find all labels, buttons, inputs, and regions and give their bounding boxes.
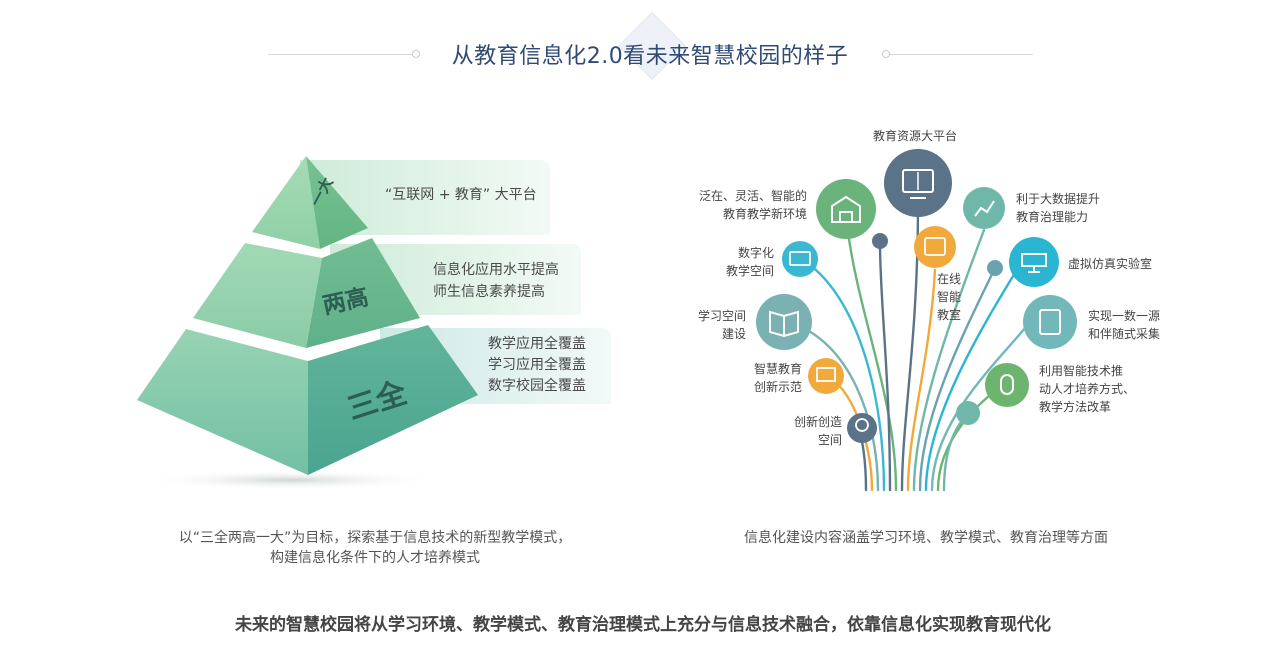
mouse-icon <box>1000 374 1014 395</box>
pyramid-shadow <box>140 470 440 490</box>
pyramid-bottom-right-face <box>308 325 478 475</box>
pyramid-text-top-1: “互联网 + 教育” 大平台 <box>385 187 537 203</box>
tree-node-innovation-demo <box>808 358 844 394</box>
tree-node-big-data-governance <box>963 187 1005 229</box>
pyramid-text-middle-2: 师生信息素养提高 <box>433 284 545 300</box>
title-dot-left <box>412 50 420 58</box>
lightbulb-icon <box>855 418 869 432</box>
pyramid-top-right-face <box>306 156 368 249</box>
tree-label-digital-teaching-space: 数字化 教学空间 <box>725 246 774 278</box>
presentation-icon <box>816 367 836 382</box>
school-building-icon <box>831 195 861 223</box>
tree-label-data-collection: 实现一数一源 和伴随式采集 <box>1088 309 1161 341</box>
pyramid-text-bottom-3: 数字校园全覆盖 <box>488 378 586 394</box>
title-line-right <box>888 54 1033 55</box>
tree-label-learning-space: 学习空间 建设 <box>697 309 746 341</box>
tree-node-creative-space <box>847 413 877 443</box>
tree-node-learning-space <box>756 294 812 350</box>
title-line-left <box>268 54 413 55</box>
tree-node-data-collection <box>1023 295 1077 349</box>
tree-label-learning-environment: 泛在、灵活、智能的 教育教学新环境 <box>698 189 807 221</box>
lab-computer-icon <box>1021 253 1047 273</box>
pyramid-middle-right-face <box>306 238 420 348</box>
data-collection-icon <box>1039 309 1061 335</box>
open-book-icon <box>769 310 799 338</box>
page-title: 从教育信息化2.0看未来智慧校园的样子 <box>451 44 849 69</box>
tree-dot-bottom-right <box>956 401 980 425</box>
title-dot-right <box>882 50 890 58</box>
tree-label-intelligent-tech: 利用智能技术推 动人才培养方式、 教学方法改革 <box>1039 364 1136 414</box>
monitor-icon <box>789 251 811 266</box>
pyramid-caption: 以“三全两高一大”为目标，探索基于信息技术的新型教学模式， 构建信息化条件下的人… <box>130 528 620 568</box>
footer-summary: 未来的智慧校园将从学习环境、教学模式、教育治理模式上充分与信息技术融合，依靠信息… <box>235 615 1051 635</box>
pyramid-caption-line-2: 构建信息化条件下的人才培养模式 <box>270 550 480 566</box>
pyramid-text-bottom-2: 学习应用全覆盖 <box>488 357 586 373</box>
tree-node-education-resource-platform <box>884 149 952 217</box>
tree-label-online-smart-classroom: 在线 智能 教室 <box>937 272 962 322</box>
pyramid-top-left-face <box>252 156 320 249</box>
tree-label-creative-space: 创新创造 空间 <box>793 415 842 447</box>
tree-node-digital-teaching-space <box>782 241 818 277</box>
tree-dot-right <box>987 260 1003 276</box>
pyramid-band-top <box>300 160 550 235</box>
book-screen-icon <box>902 169 934 193</box>
pyramid-text-middle-1: 信息化应用水平提高 <box>433 262 559 278</box>
pyramid-middle-left-face <box>193 243 322 348</box>
tree-node-learning-environment <box>816 179 876 239</box>
online-classroom-icon <box>924 237 946 256</box>
tree-label-innovation-demo: 智慧教育 创新示范 <box>753 362 802 394</box>
tree-label-big-data-governance: 利于大数据提升 教育治理能力 <box>1016 192 1101 224</box>
tree-node-online-smart-classroom <box>914 226 956 268</box>
pyramid-bottom-left-face <box>137 329 308 475</box>
pyramid-text-bottom-1: 教学应用全覆盖 <box>488 336 586 352</box>
tree-node-virtual-lab <box>1009 237 1059 287</box>
tree-caption: 信息化建设内容涵盖学习环境、教学模式、教育治理等方面 <box>744 530 1108 546</box>
tree-node-intelligent-tech <box>985 363 1029 407</box>
tree-label-education-resource-platform: 教育资源大平台 <box>873 129 958 143</box>
tree-label-virtual-lab: 虚拟仿真实验室 <box>1068 257 1153 271</box>
tree-dot-left <box>872 233 888 249</box>
header: 从教育信息化2.0看未来智慧校园的样子 <box>0 0 1286 100</box>
pyramid-caption-line-1: 以“三全两高一大”为目标，探索基于信息技术的新型教学模式， <box>178 530 572 546</box>
chart-icon <box>974 200 995 217</box>
